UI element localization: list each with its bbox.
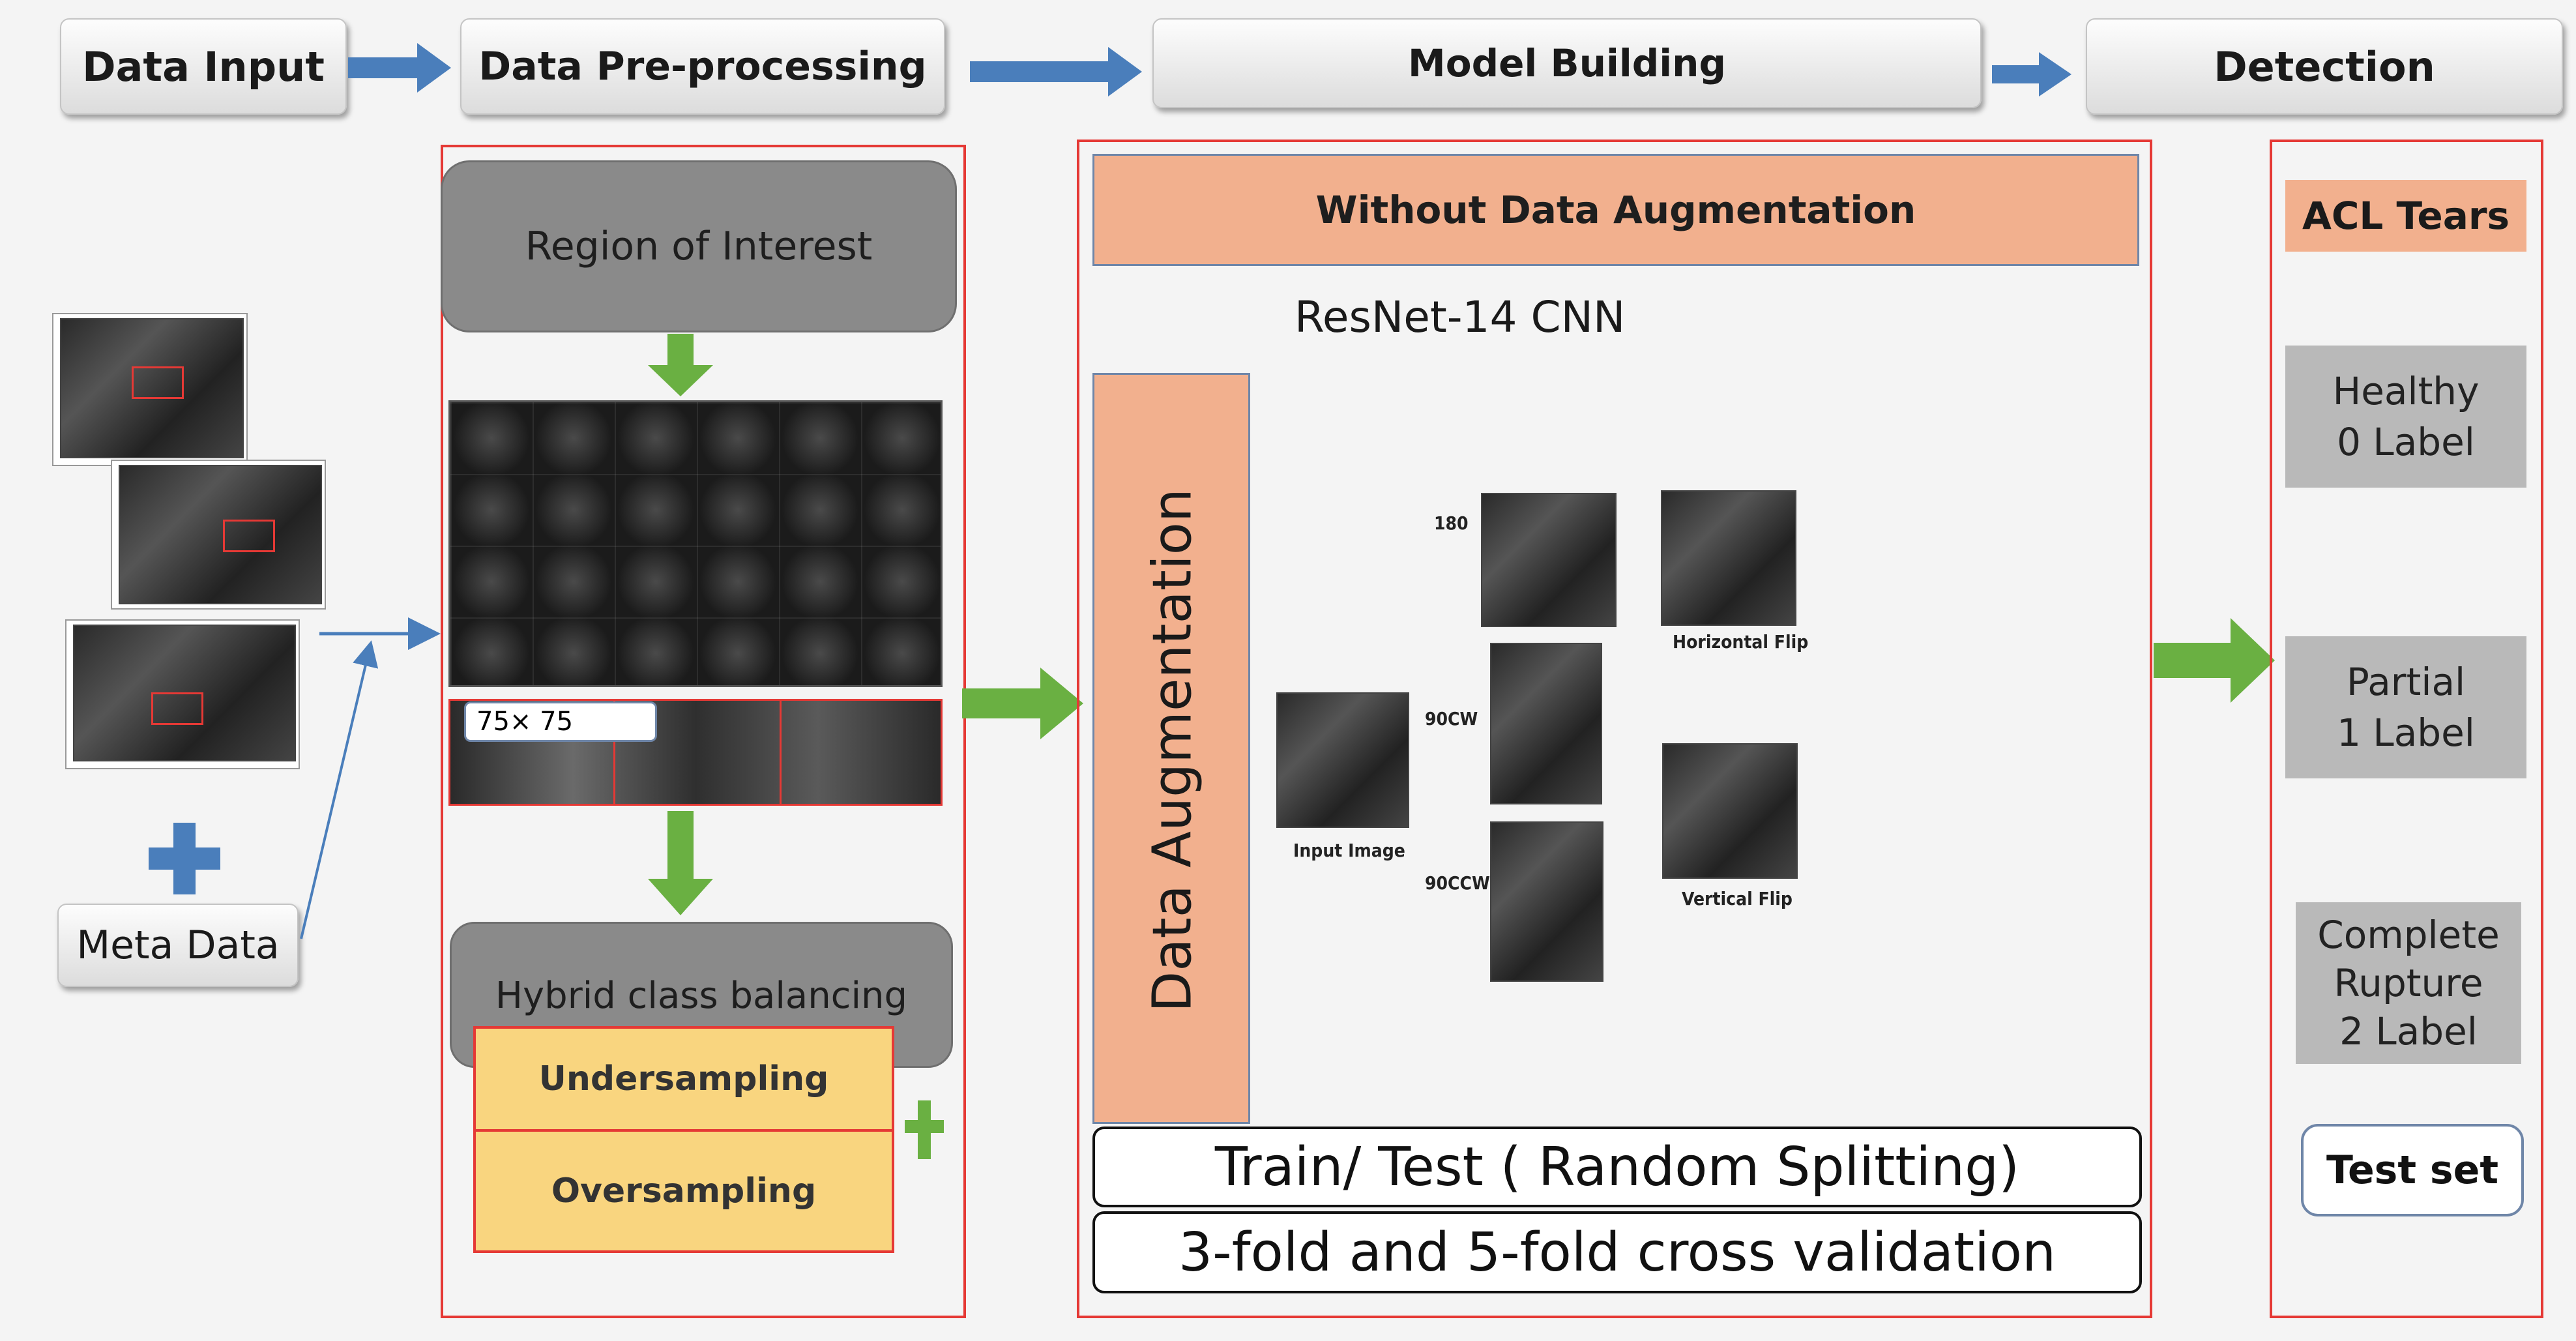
roi-box: Region of Interest: [441, 160, 957, 332]
resnet-label: ResNet-14 CNN: [1295, 292, 1626, 342]
green-arrows-preprocessing: [648, 334, 713, 915]
input-connector-lines: [300, 617, 441, 939]
header-detection: Detection: [2086, 18, 2563, 115]
acl-tears-box: ACL Tears: [2285, 180, 2526, 252]
aug-input-label: Input Image: [1293, 840, 1405, 861]
mri-slice-3: [65, 619, 300, 769]
oversampling-box: Oversampling: [473, 1129, 894, 1253]
plus-icon-blue: [149, 823, 220, 894]
arrow-roi-down: [648, 334, 713, 396]
arrow-model-to-detection-green: [2154, 618, 2275, 703]
patch-size-label: 75× 75: [464, 701, 657, 742]
aug-hflip-label: Horizontal Flip: [1673, 631, 1809, 653]
model-panel: [1077, 140, 2152, 1318]
header-arrows: [348, 43, 2071, 96]
arrow-model-to-detection: [1992, 52, 2071, 96]
partial-label-box: Partial 1 Label: [2285, 636, 2526, 778]
hybrid-balancing-label: Hybrid class balancing: [495, 975, 908, 1017]
cross-validation-box: 3-fold and 5-fold cross validation: [1092, 1211, 2142, 1293]
detection-panel: [2270, 140, 2543, 1318]
without-augmentation-label: Without Data Augmentation: [1315, 188, 1916, 232]
arrow-preprocessing-to-model: [970, 47, 1142, 96]
plus-icon-green: [905, 1100, 944, 1159]
aug-90cw-image: [1490, 643, 1602, 804]
aug-90cw-label: 90CW: [1425, 708, 1478, 729]
aug-vflip-image: [1662, 743, 1798, 879]
aug-input-image: [1276, 692, 1409, 828]
arrow-patch-down: [648, 811, 713, 915]
header-data-input: Data Input: [60, 18, 347, 115]
meta-data-box: Meta Data: [57, 904, 299, 987]
aug-180-label: 180: [1434, 512, 1469, 534]
aug-hflip-image: [1661, 490, 1796, 626]
aug-90ccw-label: 90CCW: [1425, 872, 1490, 894]
arrow-preprocessing-to-model-green: [962, 668, 1083, 739]
aug-90ccw-image: [1490, 821, 1603, 982]
mri-input-stack: [26, 300, 326, 782]
preprocessing-panel: [441, 145, 966, 1318]
header-preprocessing: Data Pre-processing: [460, 18, 945, 115]
data-augmentation-box: Data Augmentation: [1092, 373, 1250, 1124]
roi-mri-grid: [448, 400, 943, 687]
aug-180-image: [1481, 493, 1617, 627]
healthy-label-box: Healthy 0 Label: [2285, 346, 2526, 488]
without-augmentation-box: Without Data Augmentation: [1092, 154, 2139, 266]
data-augmentation-label: Data Augmentation: [1141, 488, 1204, 1012]
train-test-box: Train/ Test ( Random Splitting): [1092, 1127, 2142, 1207]
arrow-input-to-preprocessing: [348, 43, 451, 93]
undersampling-box: Undersampling: [473, 1026, 894, 1132]
aug-vflip-label: Vertical Flip: [1682, 888, 1793, 909]
mri-slice-1: [52, 313, 248, 466]
test-set-box: Test set: [2301, 1124, 2524, 1216]
complete-rupture-label-box: Complete Rupture 2 Label: [2296, 902, 2521, 1064]
header-model-building: Model Building: [1152, 18, 1982, 108]
mri-slice-2: [111, 460, 326, 610]
